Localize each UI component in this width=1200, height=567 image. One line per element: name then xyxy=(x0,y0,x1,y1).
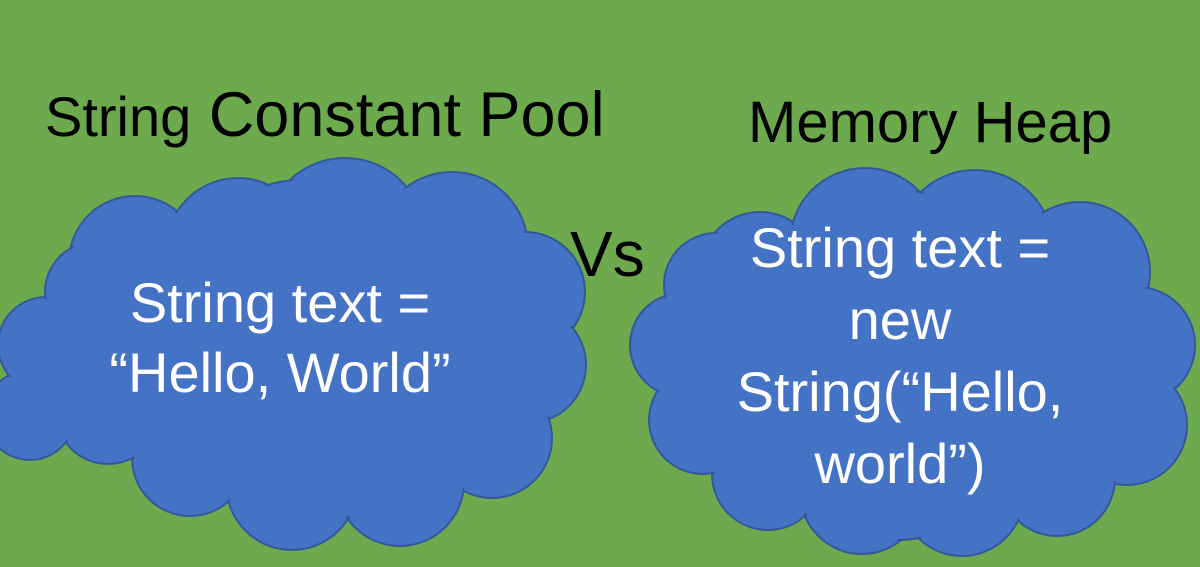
cloud-bump-fill xyxy=(122,322,278,478)
right-cloud-title: Memory Heap xyxy=(748,90,1113,155)
cloud-bump-fill xyxy=(0,372,73,458)
cloud-text-line: world”) xyxy=(814,432,986,495)
cloud-bump-fill xyxy=(377,247,543,413)
cloud-text-line: String(“Hello, xyxy=(736,360,1064,423)
cloud-bump-fill xyxy=(977,307,1143,473)
versus-label: Vs xyxy=(570,218,645,290)
left-cloud-title: String Constant Pool xyxy=(45,84,605,147)
cloud-bump-fill xyxy=(802,192,998,388)
title-words-constant-pool: Constant Pool xyxy=(208,80,605,150)
right-cloud-shape xyxy=(629,167,1196,557)
title-word-string: String xyxy=(45,85,192,148)
left-cloud-text: String text = “Hello, World” xyxy=(30,268,530,408)
cloud-bump-fill xyxy=(737,347,903,513)
cloud-text-line: String text = xyxy=(129,271,431,334)
cloud-text-line: “Hello, World” xyxy=(109,341,451,404)
cloud-text-line: new xyxy=(848,288,952,351)
left-cloud-shape xyxy=(0,157,587,551)
cloud-bump-fill xyxy=(197,182,403,388)
cloud-text-line: String text = xyxy=(749,216,1051,279)
right-cloud-text: String text = new String(“Hello, world”) xyxy=(650,212,1150,500)
